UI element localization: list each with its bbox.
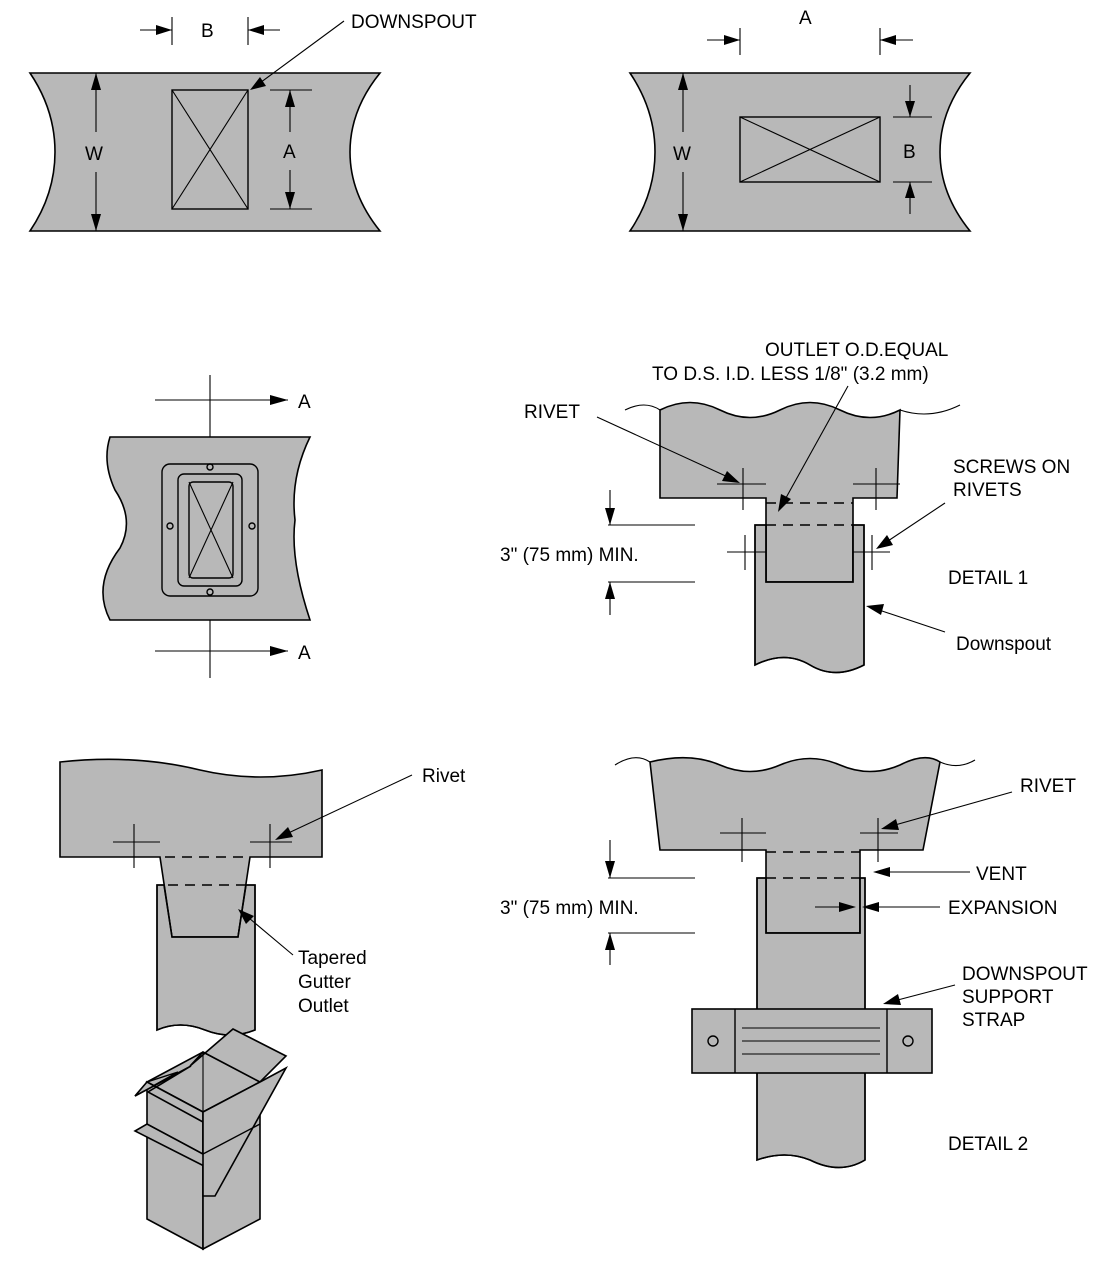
screws-label-line1: SCREWS ON [953,457,1070,478]
downspout-label-detail-1: Downspout [956,634,1052,655]
detail-1: RIVET OUTLET O.D.EQUAL TO D.S. I.D. LESS… [500,340,1070,674]
expansion-label: EXPANSION [948,898,1057,919]
min-dimension-detail-1: 3" (75 mm) MIN. [500,545,639,566]
dim-b-label-2: B [903,142,916,163]
tapered-outlet-detail: Rivet Tapered Gutter Outlet [59,758,466,1036]
downspout-outline-2 [739,116,881,183]
section-a-label-top: A [298,392,311,413]
dim-w-label-2: W [673,144,691,165]
rivet-label-tapered: Rivet [422,766,466,787]
detail-2-title: DETAIL 2 [948,1134,1028,1155]
gutter-section-fill-2 [628,72,972,232]
tapered-label-line2: Gutter [298,972,351,993]
downspout-outline [171,89,249,210]
outlet-note-line2: TO D.S. I.D. LESS 1/8" (3.2 mm) [652,364,929,385]
vent-label: VENT [976,864,1027,885]
screws-label-line2: RIVETS [953,480,1022,501]
detail-1-title: DETAIL 1 [948,568,1028,589]
strap-label-line1: DOWNSPOUT [962,964,1088,985]
plan-view-horizontal-outlet: A W B [628,8,972,232]
isometric-outlet-box [133,1028,289,1251]
tapered-label-line1: Tapered [298,948,367,969]
outlet-note-line1: OUTLET O.D.EQUAL [765,340,948,361]
plan-view-vertical-outlet: B W A DOWNSPOUT [28,12,477,232]
rivet-label-detail-1: RIVET [524,402,580,423]
section-a-label-bottom: A [298,643,311,664]
gutter-section-fill [28,72,382,232]
downspout-label: DOWNSPOUT [351,12,477,33]
dim-a-label-2: A [799,8,812,29]
outlet-plan-view: A A [102,375,312,678]
dim-a-label: A [283,142,296,163]
dim-w-label: W [85,144,103,165]
detail-2: RIVET VENT EXPANSION 3" (75 mm) MIN. [500,756,1088,1169]
rivet-label-detail-2: RIVET [1020,776,1076,797]
gutter-fill-detail-1 [659,401,901,583]
dim-b-label: B [201,21,214,42]
strap-label-line3: STRAP [962,1010,1025,1031]
gutter-fill-tapered [59,758,323,938]
strap-label-line2: SUPPORT [962,987,1054,1008]
gutter-fill-detail-2 [649,756,941,934]
tapered-label-line3: Outlet [298,996,349,1017]
min-dimension-detail-2: 3" (75 mm) MIN. [500,898,639,919]
